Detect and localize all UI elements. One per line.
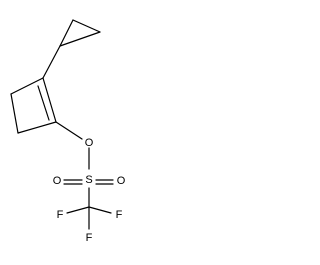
cyclopropyl-ring — [59, 19, 101, 47]
atom-fluorine-left: F — [57, 209, 64, 221]
double-bond-inner — [37, 85, 50, 121]
atom-fluorine-right: F — [116, 209, 123, 221]
bond — [10, 77, 44, 95]
bond — [10, 93, 19, 134]
bond — [42, 45, 61, 79]
bond — [59, 31, 101, 47]
atom-oxygen-ester: O — [85, 137, 94, 149]
cyclobutene-ring — [10, 77, 57, 134]
structure-diagram: O S O O F F F — [10, 19, 126, 244]
bond — [59, 19, 74, 47]
atom-oxygen-right: O — [117, 175, 126, 187]
atom-fluorine-bottom: F — [86, 232, 93, 244]
bond — [66, 206, 90, 214]
bond — [88, 206, 112, 214]
atom-oxygen-left: O — [53, 175, 62, 187]
atom-sulfur: S — [85, 174, 92, 186]
bond — [17, 121, 57, 134]
bond — [55, 121, 83, 140]
double-bond-outer — [42, 77, 57, 123]
bond — [72, 19, 101, 33]
